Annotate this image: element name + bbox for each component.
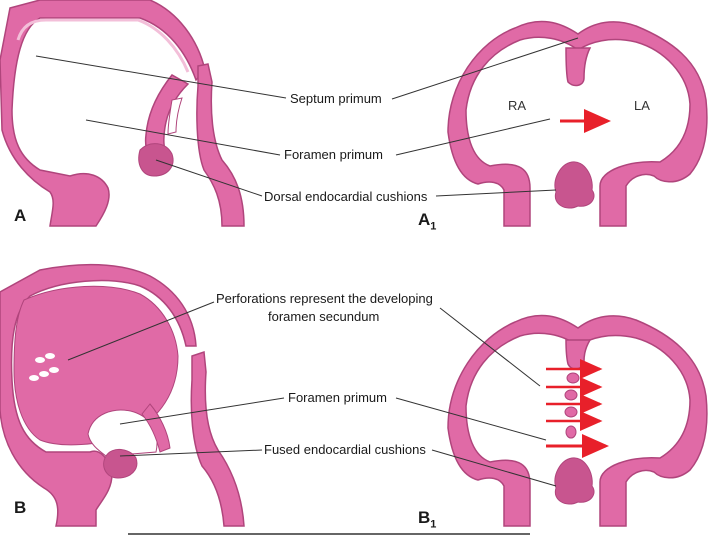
panel-a1-dorsal-cushion bbox=[554, 161, 595, 209]
leader-septum-primum-a1 bbox=[391, 37, 579, 100]
panel-b1-septum-fragments bbox=[564, 372, 580, 439]
leader-perforations-b bbox=[67, 301, 215, 361]
leader-dorsal-cushions-a1 bbox=[435, 189, 557, 197]
panel-a1-frontal-section bbox=[447, 20, 708, 227]
label-dorsal-endocardial-cushions: Dorsal endocardial cushions bbox=[264, 189, 428, 204]
panel-b1-septum-primum bbox=[565, 339, 592, 370]
panel-b-posterior-wall bbox=[190, 350, 245, 527]
label-foramen-primum-a: Foramen primum bbox=[284, 147, 383, 162]
label-right-atrium: RA bbox=[508, 98, 527, 113]
panel-a1-atrial-wall bbox=[447, 20, 708, 227]
leader-septum-primum-a bbox=[35, 55, 287, 99]
panel-b-fused-cushions bbox=[103, 449, 138, 479]
panel-a-sagittal-section bbox=[0, 0, 245, 227]
label-perforations-line1: Perforations represent the developing bbox=[216, 291, 433, 306]
leader-fused-cushions-b bbox=[119, 449, 263, 457]
panel-a-atrial-wall bbox=[0, 0, 206, 227]
label-fused-endocardial-cushions: Fused endocardial cushions bbox=[264, 442, 426, 457]
label-left-atrium: LA bbox=[634, 98, 650, 113]
leader-fused-cushions-b1 bbox=[431, 449, 557, 487]
panel-label-a1: A1 bbox=[418, 210, 437, 233]
panel-a1-septum-primum bbox=[565, 47, 592, 87]
leader-dorsal-cushions-a bbox=[155, 159, 263, 197]
leader-lines bbox=[35, 37, 579, 487]
label-perforations-line2: foramen secundum bbox=[268, 309, 380, 324]
leader-foramen-primum-a bbox=[85, 119, 281, 156]
panel-b-atrial-wall bbox=[0, 263, 197, 527]
panel-a-dorsal-cushion bbox=[138, 143, 174, 177]
leader-foramen-primum-b bbox=[119, 397, 285, 425]
label-septum-primum: Septum primum bbox=[290, 91, 382, 106]
panel-a-inner-lining bbox=[16, 18, 190, 73]
panel-b-septum-lower-edge bbox=[141, 403, 171, 453]
panel-label-b1: B1 bbox=[418, 508, 437, 531]
leader-foramen-primum-b1 bbox=[395, 397, 547, 441]
panel-b1-frontal-section bbox=[447, 314, 708, 527]
panel-a-septum-free-edge bbox=[167, 97, 183, 135]
panel-label-a: A bbox=[14, 206, 27, 225]
panel-a-posterior-wall bbox=[196, 63, 245, 227]
leader-foramen-primum-a1 bbox=[395, 118, 551, 156]
panel-b-sagittal-section bbox=[0, 263, 245, 527]
leader-perforations-b1 bbox=[439, 307, 541, 387]
label-foramen-primum-b: Foramen primum bbox=[288, 390, 387, 405]
panel-b1-flow-arrows bbox=[546, 359, 609, 458]
panel-b1-fused-cushion bbox=[554, 457, 595, 505]
panel-b-perforations bbox=[29, 353, 59, 381]
panel-label-b: B bbox=[14, 498, 27, 517]
